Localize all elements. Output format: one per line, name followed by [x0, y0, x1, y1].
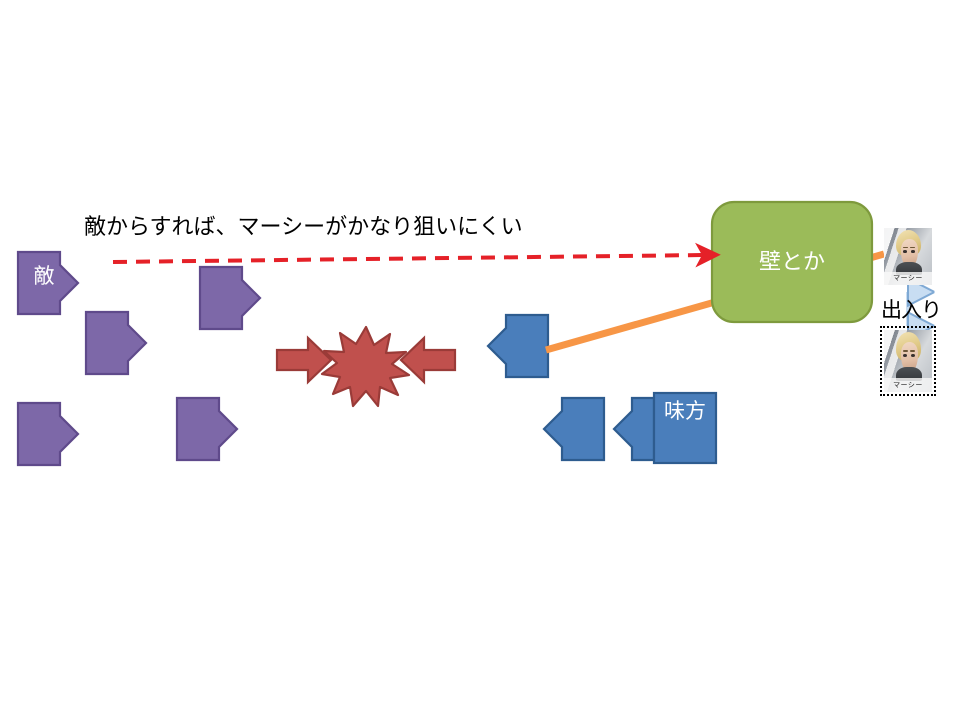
- callout-text: 敵からすれば、マーシーがかなり狙いにくい: [84, 214, 523, 239]
- mercy-portrait-bottom[interactable]: マーシー: [880, 326, 936, 396]
- portrait-brow-left: [902, 350, 908, 352]
- ally-arrow-2[interactable]: [542, 396, 606, 462]
- enemy-arrow-5[interactable]: [175, 396, 239, 462]
- clash-arrow-left[interactable]: [275, 335, 333, 385]
- portrait-eye-right: [910, 249, 915, 253]
- ally-arrow-3[interactable]: [612, 396, 656, 462]
- wall-shape[interactable]: [710, 200, 874, 324]
- portrait-brow-right: [910, 246, 916, 249]
- clash-arrow-right[interactable]: [399, 335, 457, 385]
- enemy-arrow-4[interactable]: [198, 265, 262, 331]
- ally-box[interactable]: [652, 391, 718, 465]
- mercy-portrait-top[interactable]: マーシー: [884, 228, 932, 285]
- ally-arrow-1[interactable]: [486, 313, 550, 379]
- portrait-face: [900, 239, 919, 267]
- portrait-collar: [895, 262, 923, 275]
- portrait-face: [900, 342, 919, 373]
- portrait-eye-left: [903, 249, 908, 253]
- portrait-eye-left: [903, 353, 908, 357]
- explosion-burst: [320, 325, 411, 408]
- enemy-arrow-1[interactable]: [16, 250, 80, 316]
- portrait-eye-right: [910, 353, 915, 357]
- enemy-arrow-3[interactable]: [16, 401, 80, 467]
- portrait-brow-left: [902, 246, 908, 249]
- inout-label: 出入り: [881, 299, 942, 322]
- enemy-arrow-2[interactable]: [84, 310, 148, 376]
- dashed-sight-arrow: [112, 242, 721, 268]
- portrait-brow-right: [910, 350, 916, 352]
- mercy-caption-top: マーシー: [884, 272, 932, 285]
- portrait-collar: [895, 367, 923, 381]
- mercy-caption-bottom: マーシー: [884, 378, 932, 392]
